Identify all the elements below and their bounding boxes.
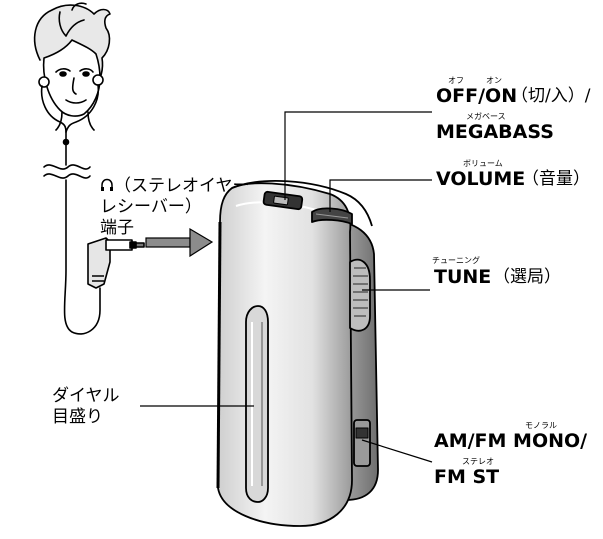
person-with-earphones: [33, 2, 111, 335]
tune-wheel: [349, 258, 371, 332]
off-on-suffix: （切/入）/: [511, 86, 591, 106]
tune-suffix: （選局）: [493, 267, 561, 287]
ruby-stereo: ステレオ: [462, 457, 494, 466]
headphone-plug: [87, 237, 145, 289]
label-headphone-jack: （ステレオイヤー レシーバー） 端子: [100, 176, 250, 239]
ruby-off: オフ: [448, 76, 464, 85]
band-switch: [353, 419, 371, 467]
ruby-tune: チューニング: [432, 256, 480, 265]
dial-scale-slot: [245, 305, 269, 503]
ruby-megabass: メガベース: [466, 112, 506, 121]
volume-suffix: （音量）: [522, 169, 590, 189]
megabass-text: MEGABASS: [436, 121, 554, 143]
leader-lines: [140, 111, 433, 463]
insert-arrow: [145, 227, 214, 258]
dial-scale-line2: 目盛り: [52, 407, 103, 427]
label-dial-scale: ダイヤル 目盛り: [52, 386, 120, 428]
ruby-volume: ボリューム: [463, 159, 503, 168]
tune-text: TUNE: [434, 266, 492, 288]
ruby-mono: モノラル: [525, 421, 557, 430]
band-line1: AM/FM MONO/: [434, 430, 588, 452]
headphone-icon: [101, 178, 113, 191]
ruby-on: オン: [486, 76, 502, 85]
band-line2: FM ST: [434, 466, 500, 488]
headphone-jack-line2: レシーバー）: [100, 197, 202, 217]
volume-text: VOLUME: [436, 168, 526, 190]
off-on-text: OFF/ON: [436, 85, 518, 107]
dial-scale-line1: ダイヤル: [52, 386, 120, 406]
headphone-jack-line1: （ステレオイヤー: [100, 176, 250, 197]
headphone-jack-line3: 端子: [100, 218, 134, 238]
